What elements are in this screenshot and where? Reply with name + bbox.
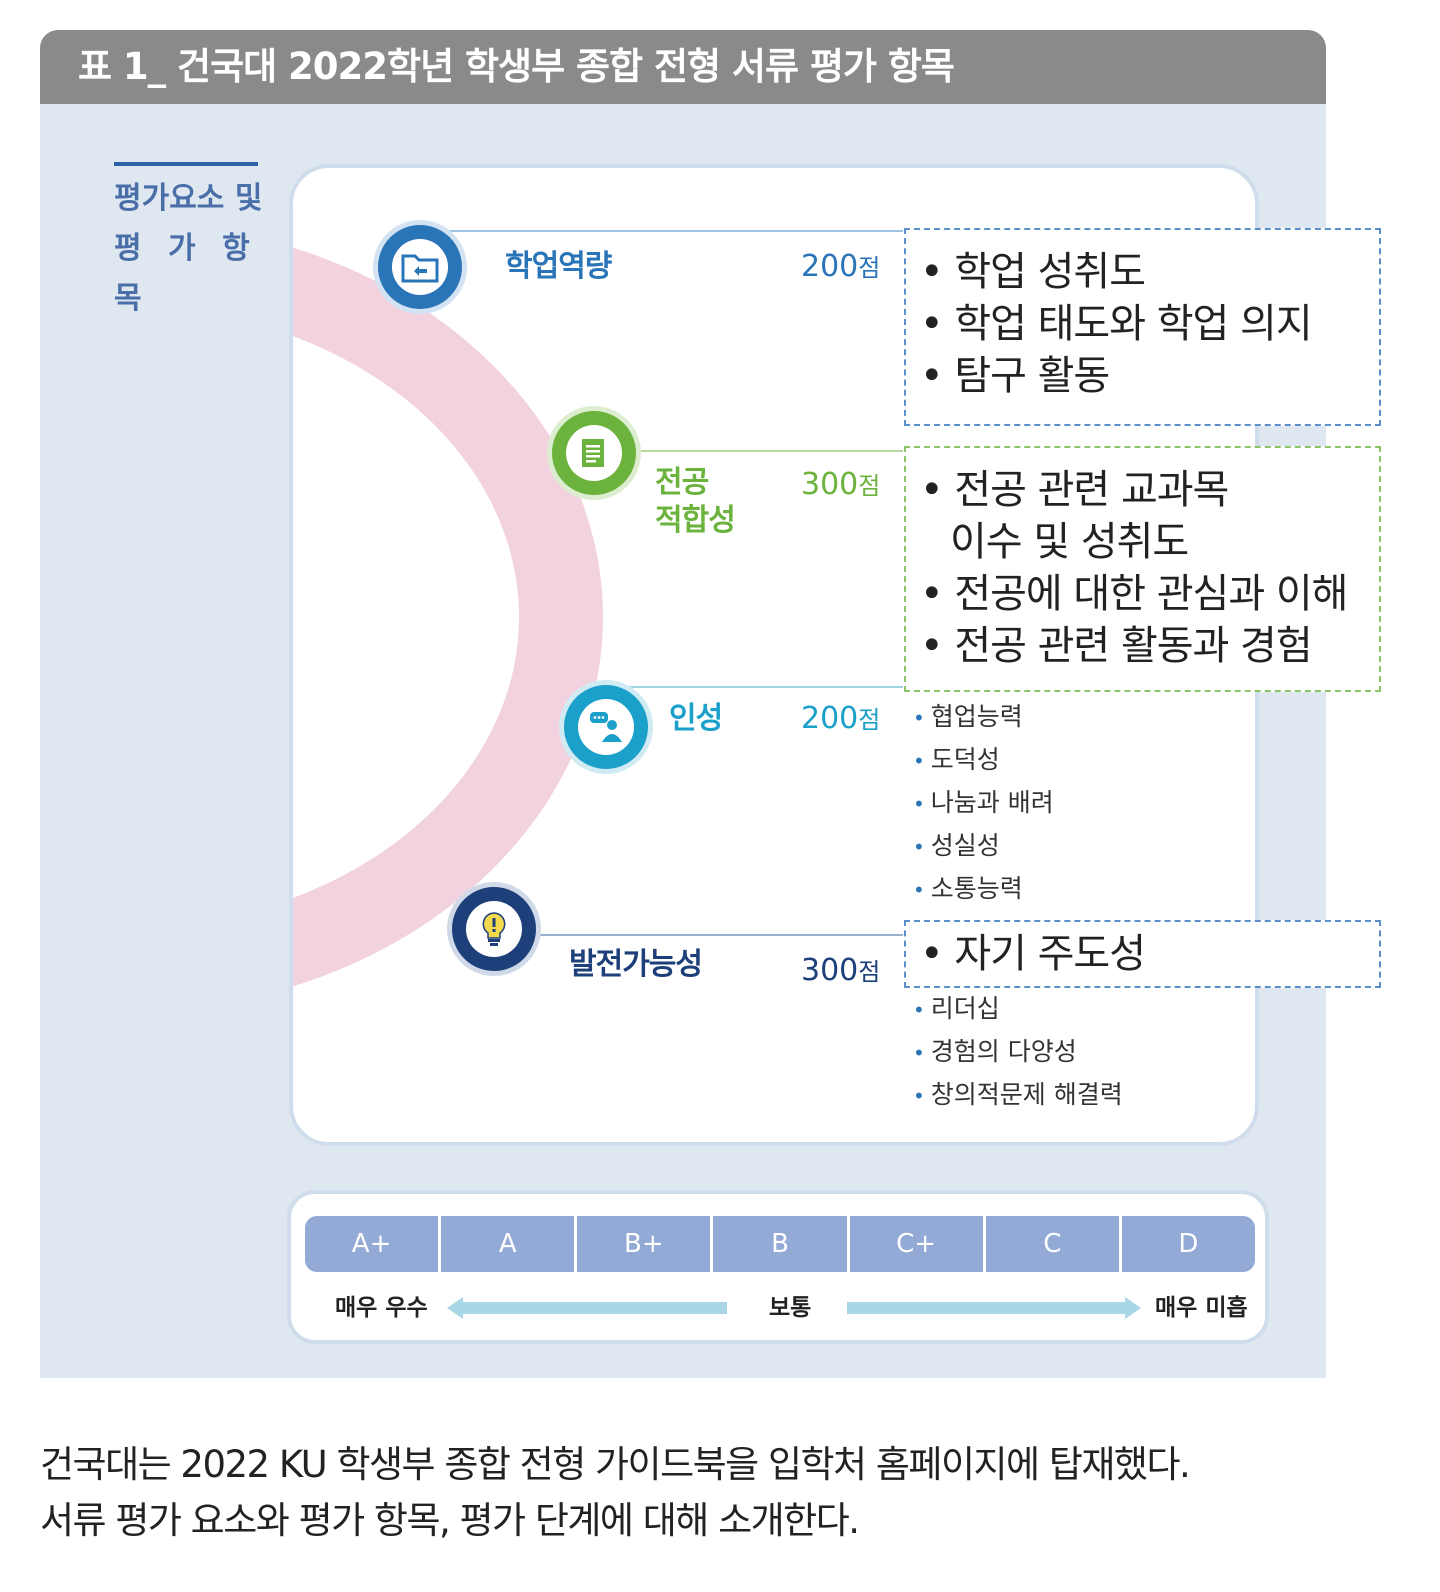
score-value: 300 [801, 953, 859, 988]
highlight-text: 학업 성취도 [954, 249, 1146, 295]
list-item: 경험의 다양성 [913, 1031, 1123, 1074]
scale-label-right: 매우 미흡 [1155, 1295, 1248, 1321]
potential-items: 리더십 경험의 다양성 창의적문제 해결력 [913, 988, 1123, 1117]
grade-scale: A+ A B+ B C+ C D 매우 우수 보통 매우 미흡 [287, 1190, 1269, 1344]
side-label: 평가요소 및 평 가 항 목 [114, 174, 264, 324]
academic-node [373, 220, 467, 314]
side-label-rule [114, 162, 258, 166]
score-character: 200점 [801, 700, 880, 739]
potential-node [447, 882, 541, 976]
document-icon [582, 439, 604, 467]
academic-highlight-box: • 학업 성취도 • 학업 태도와 학업 의지 • 탐구 활동 [904, 228, 1381, 426]
score-unit: 점 [858, 254, 881, 282]
category-name-character: 인성 [669, 701, 723, 736]
scale-label-middle: 보통 [769, 1295, 812, 1321]
score-potential: 300점 [801, 952, 880, 991]
highlight-text: 탐구 활동 [954, 353, 1110, 399]
highlight-text: 이수 및 성취도 [950, 519, 1189, 565]
caption-line2: 서류 평가 요소와 평가 항목, 평가 단계에 대해 소개한다. [40, 1499, 860, 1542]
highlight-item: • 전공 관련 활동과 경험 [920, 623, 1313, 669]
character-node [559, 680, 653, 774]
highlight-item: • 탐구 활동 [920, 353, 1110, 399]
score-major: 300점 [801, 466, 880, 505]
score-unit: 점 [858, 958, 881, 986]
major-highlight-box: • 전공 관련 교과목 이수 및 성취도 • 전공에 대한 관심과 이해 • 전… [904, 446, 1381, 692]
grade-cell: C [985, 1216, 1119, 1272]
list-item: 리더십 [913, 988, 1123, 1031]
list-item: 나눔과 배려 [913, 782, 1054, 825]
grade-cell: A+ [305, 1216, 439, 1272]
grade-cell: B [713, 1216, 847, 1272]
highlight-item: • 전공에 대한 관심과 이해 [920, 571, 1348, 617]
connector-line-character [603, 686, 903, 688]
score-unit: 점 [858, 706, 881, 734]
potential-highlight-box: • 자기 주도성 [904, 920, 1381, 988]
arrow-left-icon [447, 1297, 463, 1319]
caption-line1: 건국대는 2022 KU 학생부 종합 전형 가이드북을 입학처 홈페이지에 탑… [40, 1443, 1191, 1486]
category-name-major-line2: 적합성 [655, 503, 736, 538]
grade-cell: B+ [577, 1216, 711, 1272]
highlight-text: 전공 관련 교과목 [954, 467, 1229, 513]
scale-label-left: 매우 우수 [335, 1295, 428, 1321]
scale-arrow-left [461, 1302, 727, 1314]
list-item: 성실성 [913, 825, 1054, 868]
figure-title: 표 1_ 건국대 2022학년 학생부 종합 전형 서류 평가 항목 [40, 30, 1326, 104]
scale-arrow-right [847, 1302, 1125, 1314]
major-node [547, 406, 641, 500]
highlight-text: 자기 주도성 [954, 931, 1146, 977]
category-name-potential: 발전가능성 [569, 947, 703, 982]
grade-bar: A+ A B+ B C+ C D [305, 1216, 1255, 1272]
connector-line-academic [423, 230, 903, 232]
score-value: 300 [801, 467, 859, 502]
list-item: 소통능력 [913, 868, 1054, 911]
list-item: 협업능력 [913, 696, 1054, 739]
grade-cell: D [1121, 1216, 1255, 1272]
highlight-text: 학업 태도와 학업 의지 [954, 301, 1312, 347]
highlight-text: 전공 관련 활동과 경험 [954, 623, 1312, 669]
side-label-line1: 평가요소 및 [114, 181, 263, 216]
grade-cell: A [441, 1216, 575, 1272]
folder-icon [401, 254, 439, 283]
score-academic: 200점 [801, 248, 880, 287]
highlight-text: 전공에 대한 관심과 이해 [954, 571, 1348, 617]
side-label-line2: 평 가 항 목 [114, 231, 258, 316]
score-unit: 점 [858, 472, 881, 500]
score-value: 200 [801, 701, 859, 736]
lightbulb-icon [482, 912, 506, 946]
list-item: 도덕성 [913, 739, 1054, 782]
arrow-right-icon [1125, 1297, 1141, 1319]
category-name-academic: 학업역량 [505, 249, 612, 284]
caption: 건국대는 2022 KU 학생부 종합 전형 가이드북을 입학처 홈페이지에 탑… [40, 1437, 1420, 1549]
category-name-major: 전공 적합성 [655, 464, 736, 540]
grade-cell: C+ [849, 1216, 983, 1272]
highlight-item: • 전공 관련 교과목 [920, 467, 1229, 513]
score-value: 200 [801, 249, 859, 284]
highlight-item: 이수 및 성취도 [920, 516, 1369, 568]
highlight-item: • 학업 성취도 [920, 249, 1146, 295]
highlight-item: • 자기 주도성 [920, 931, 1146, 977]
character-items: 협업능력 도덕성 나눔과 배려 성실성 소통능력 [913, 696, 1054, 911]
highlight-item: • 학업 태도와 학업 의지 [920, 301, 1313, 347]
category-name-major-line1: 전공 [655, 465, 709, 500]
decorative-arc [293, 222, 603, 1012]
person-chat-icon [590, 712, 622, 742]
connector-line-major [593, 450, 903, 452]
connector-line-potential [493, 934, 903, 936]
list-item: 창의적문제 해결력 [913, 1074, 1123, 1117]
